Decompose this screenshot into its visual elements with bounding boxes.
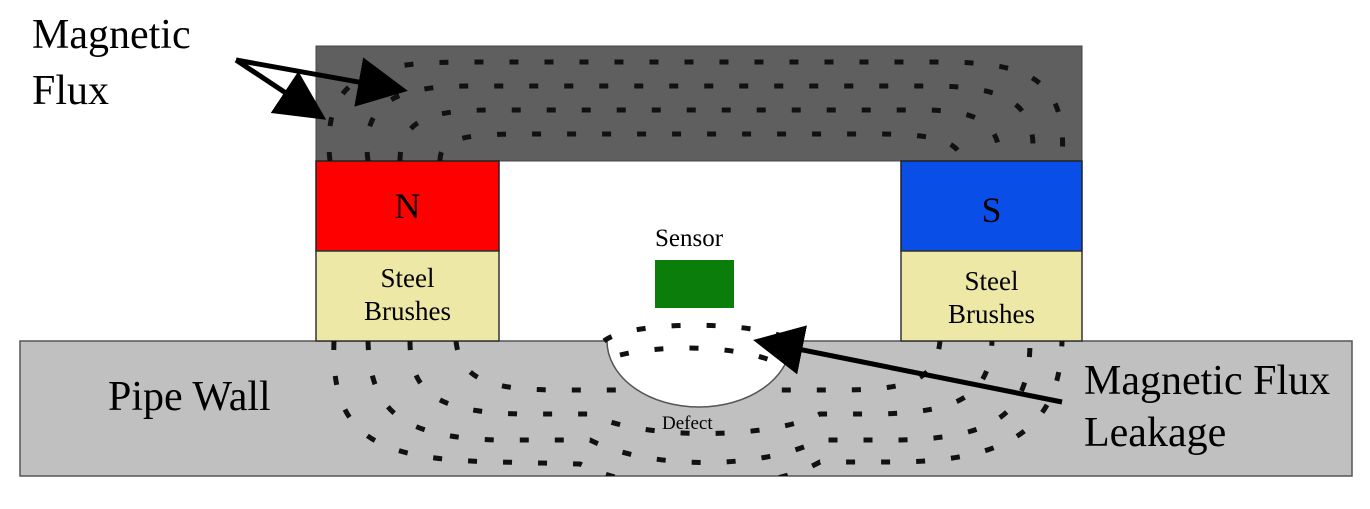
flux-leakage-label-line2: Leakage — [1084, 410, 1227, 456]
arrow-flux-leakage — [753, 325, 1063, 405]
defect-label: Defect — [662, 413, 713, 434]
north-pole-label: N — [394, 186, 421, 226]
pipe-flux-loop-outer — [331, 341, 1065, 476]
steel-brushes-left-label: Steel Brushes — [316, 262, 499, 328]
steel-brushes-right-line1: Steel — [964, 266, 1019, 296]
arrow-magnetic-flux-lower — [234, 57, 327, 120]
flux-leakage-label-line1: Magnetic Flux — [1084, 358, 1331, 404]
yoke-flux-lines — [326, 59, 1066, 161]
steel-brushes-right-line2: Brushes — [948, 299, 1035, 329]
yoke-flux-loop-core — [437, 131, 965, 161]
south-pole-block — [900, 160, 1083, 252]
steel-brushes-right-block — [900, 250, 1083, 342]
pipe-wall-label: Pipe Wall — [108, 374, 271, 420]
steel-brushes-left-line2: Brushes — [364, 296, 451, 326]
sensor-label: Sensor — [655, 225, 724, 252]
steel-brushes-right-label: Steel Brushes — [901, 265, 1082, 331]
steel-brushes-left-block — [315, 250, 500, 342]
leakage-flux-loop-outer — [602, 322, 794, 344]
sensor-block — [655, 260, 734, 308]
pipe-flux-loop-inner — [407, 341, 995, 436]
south-pole-label: S — [981, 190, 1002, 230]
pipe-flux-lines — [331, 341, 1065, 476]
magnet-yoke — [315, 45, 1083, 162]
steel-brushes-left-line1: Steel — [380, 263, 435, 293]
leakage-flux-loop-inner — [619, 345, 771, 363]
magnetic-flux-label-line2: Flux — [32, 68, 110, 114]
magnetic-flux-label-line1: Magnetic — [32, 12, 191, 58]
